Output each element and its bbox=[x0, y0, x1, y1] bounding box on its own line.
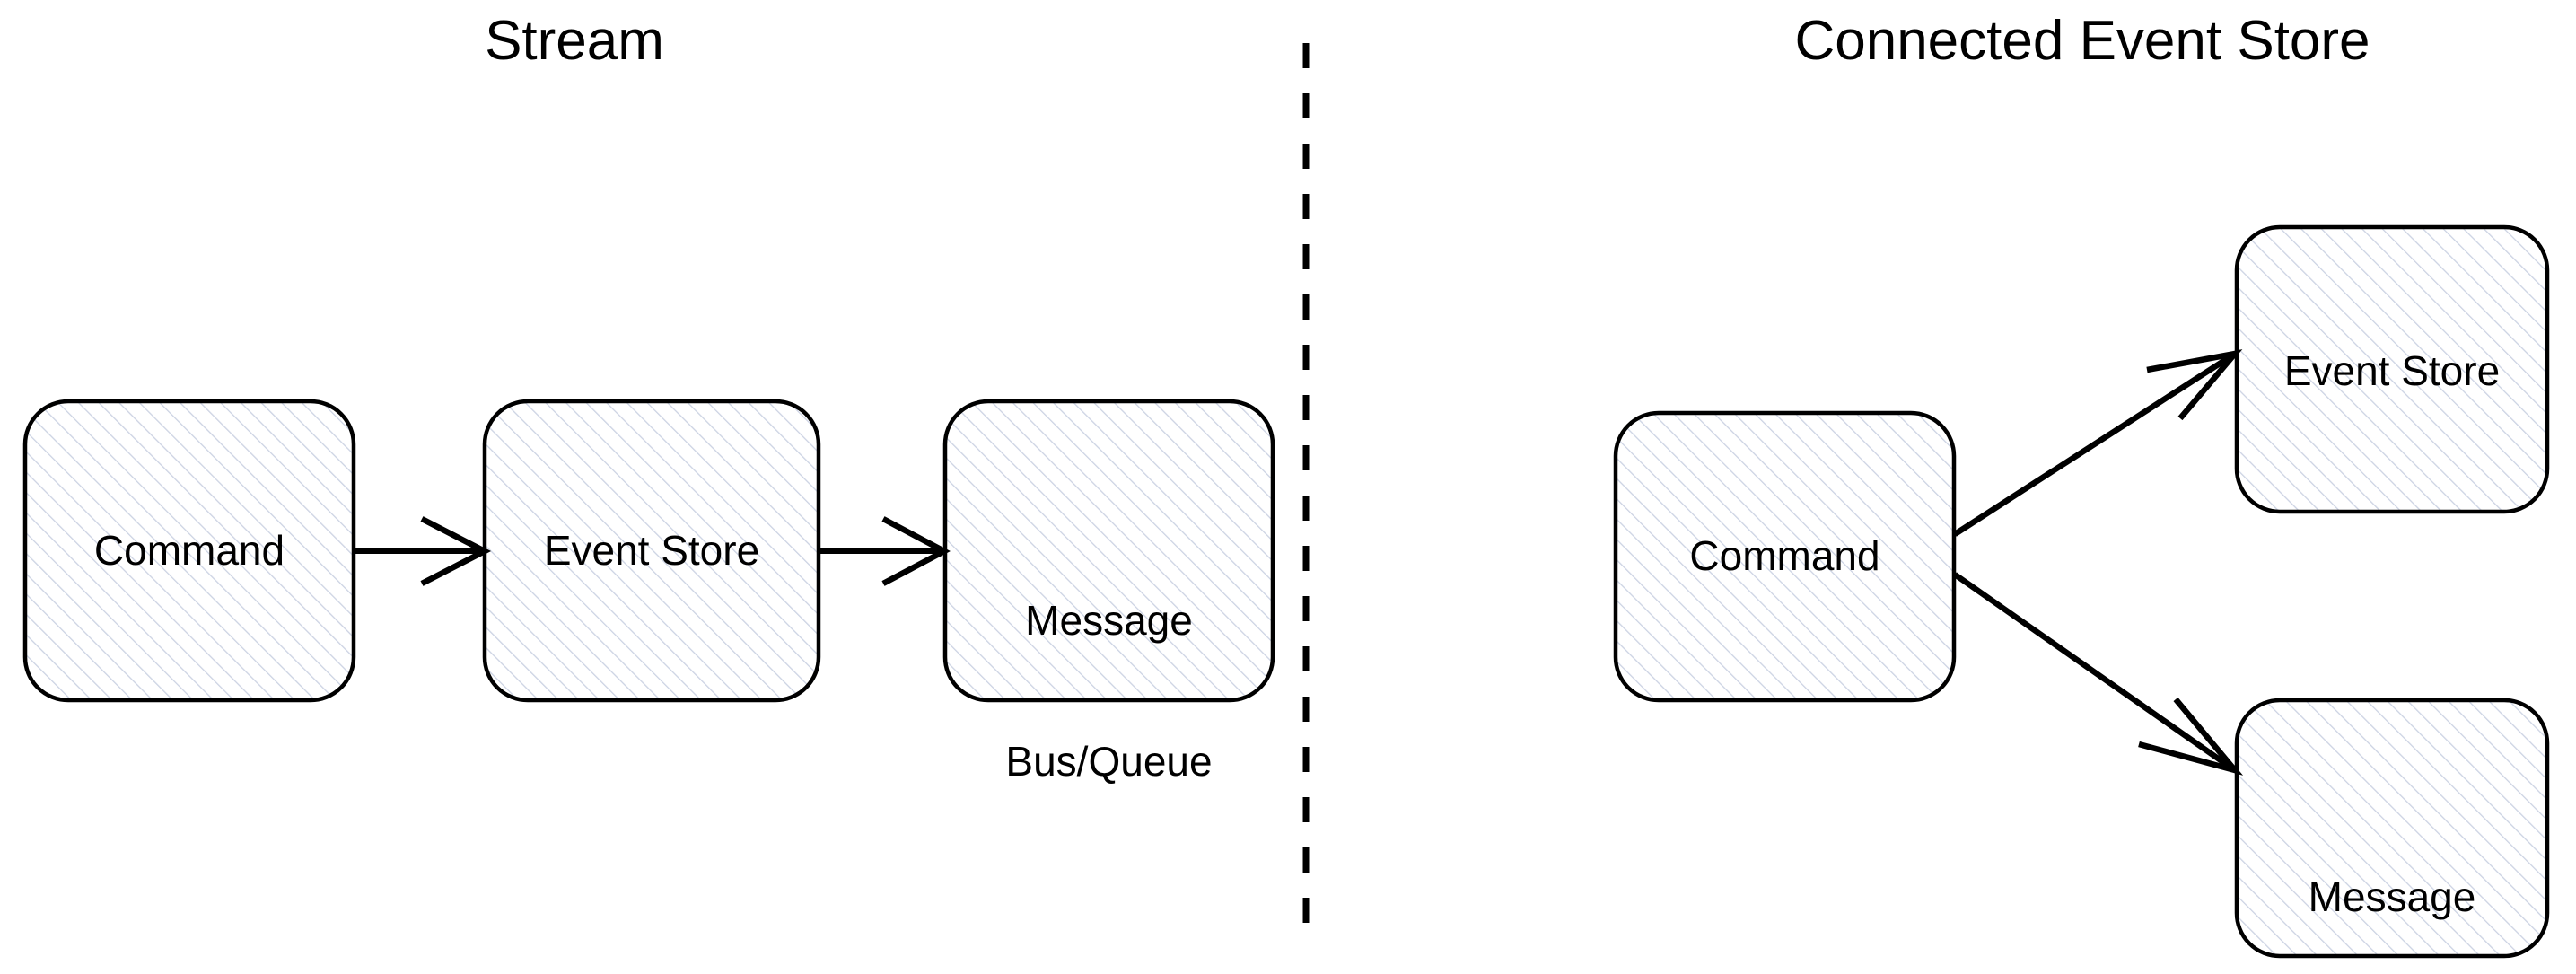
panel-connected-event-store bbox=[1613, 224, 2550, 959]
arrowhead-icon bbox=[2138, 697, 2244, 776]
node-shape bbox=[1613, 410, 1957, 703]
arrowhead-icon bbox=[420, 516, 492, 586]
panel-title-stream: Stream bbox=[485, 10, 664, 72]
panel-stream bbox=[22, 399, 1275, 703]
node-stream-event-store[interactable] bbox=[482, 399, 821, 703]
edge-stream-event-store-to-message-bus[interactable] bbox=[820, 516, 951, 586]
edge-line bbox=[1953, 572, 2234, 771]
node-ces-event-store[interactable] bbox=[2234, 224, 2550, 514]
arrowhead-icon bbox=[881, 516, 951, 586]
node-shape bbox=[2234, 224, 2550, 514]
node-stream-command[interactable] bbox=[22, 399, 356, 703]
node-stream-message-bus[interactable] bbox=[942, 399, 1275, 703]
node-shape bbox=[22, 399, 356, 703]
panel-title-connected-event-store: Connected Event Store bbox=[1794, 10, 2370, 72]
arrowhead-icon bbox=[2146, 349, 2243, 421]
edge-line bbox=[1953, 353, 2234, 537]
node-ces-command[interactable] bbox=[1613, 410, 1957, 703]
node-shape bbox=[2234, 698, 2550, 959]
edge-ces-command-to-message-bus[interactable] bbox=[1953, 572, 2244, 776]
edge-ces-command-to-event-store[interactable] bbox=[1953, 349, 2243, 537]
node-shape bbox=[482, 399, 821, 703]
node-ces-message-bus[interactable] bbox=[2234, 698, 2550, 959]
edge-stream-command-to-event-store[interactable] bbox=[355, 516, 492, 586]
node-shape bbox=[942, 399, 1275, 703]
